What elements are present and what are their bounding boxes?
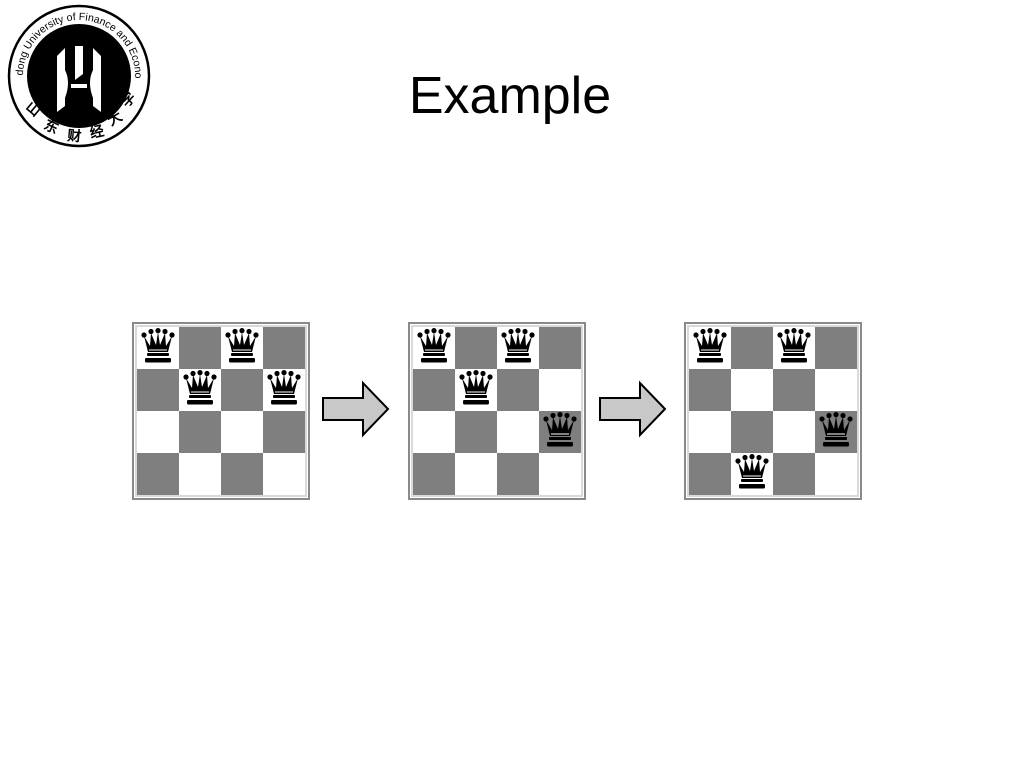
board-cell (263, 453, 305, 495)
board-cell (539, 453, 581, 495)
chess-board-1 (132, 322, 310, 500)
queen-icon (225, 327, 259, 369)
board-cell (689, 327, 731, 369)
board-cell (179, 327, 221, 369)
svg-text:财: 财 (66, 127, 82, 145)
queen-icon (417, 327, 451, 369)
board-cell (497, 369, 539, 411)
board-grid (137, 327, 305, 495)
queen-icon (693, 327, 727, 369)
right-arrow-icon (322, 380, 390, 438)
chess-board-3 (684, 322, 862, 500)
board-cell (413, 411, 455, 453)
board-cell (689, 411, 731, 453)
board-grid (689, 327, 857, 495)
board-cell (137, 369, 179, 411)
board-cell (773, 453, 815, 495)
slide-title: Example (408, 67, 612, 125)
svg-text:东: 东 (41, 116, 61, 137)
board-cell (773, 411, 815, 453)
board-cell (689, 453, 731, 495)
svg-text:经: 经 (88, 122, 105, 142)
board-cell (815, 369, 857, 411)
board-cell (137, 411, 179, 453)
board-cell (179, 369, 221, 411)
board-cell (413, 453, 455, 495)
board-cell (497, 453, 539, 495)
chess-board-2 (408, 322, 586, 500)
board-cell (815, 453, 857, 495)
board-cell (137, 327, 179, 369)
board-cell (497, 327, 539, 369)
board-cell (773, 327, 815, 369)
board-cell (221, 369, 263, 411)
board-cell (815, 411, 857, 453)
right-arrow-icon (599, 380, 667, 438)
board-cell (263, 327, 305, 369)
queen-icon (183, 369, 217, 411)
board-cell (455, 411, 497, 453)
board-cell (731, 411, 773, 453)
board-cell (539, 411, 581, 453)
board-cell (731, 369, 773, 411)
queen-icon (735, 453, 769, 495)
board-cell (221, 453, 263, 495)
board-cell (179, 453, 221, 495)
queen-icon (501, 327, 535, 369)
board-cell (815, 327, 857, 369)
board-cell (455, 453, 497, 495)
board-cell (455, 369, 497, 411)
queen-icon (819, 411, 853, 453)
board-cell (731, 453, 773, 495)
board-cell (137, 453, 179, 495)
board-grid (413, 327, 581, 495)
board-cell (731, 327, 773, 369)
board-cell (497, 411, 539, 453)
queen-icon (141, 327, 175, 369)
board-cell (455, 327, 497, 369)
queen-icon (777, 327, 811, 369)
university-logo: Shandong University of Finance and Econo… (7, 4, 151, 148)
board-cell (773, 369, 815, 411)
board-cell (413, 327, 455, 369)
board-cell (689, 369, 731, 411)
board-cell (221, 411, 263, 453)
queen-icon (459, 369, 493, 411)
board-cell (539, 327, 581, 369)
board-cell (413, 369, 455, 411)
board-cell (221, 327, 263, 369)
board-cell (179, 411, 221, 453)
queen-icon (267, 369, 301, 411)
board-cell (263, 369, 305, 411)
queen-icon (543, 411, 577, 453)
board-cell (263, 411, 305, 453)
board-cell (539, 369, 581, 411)
